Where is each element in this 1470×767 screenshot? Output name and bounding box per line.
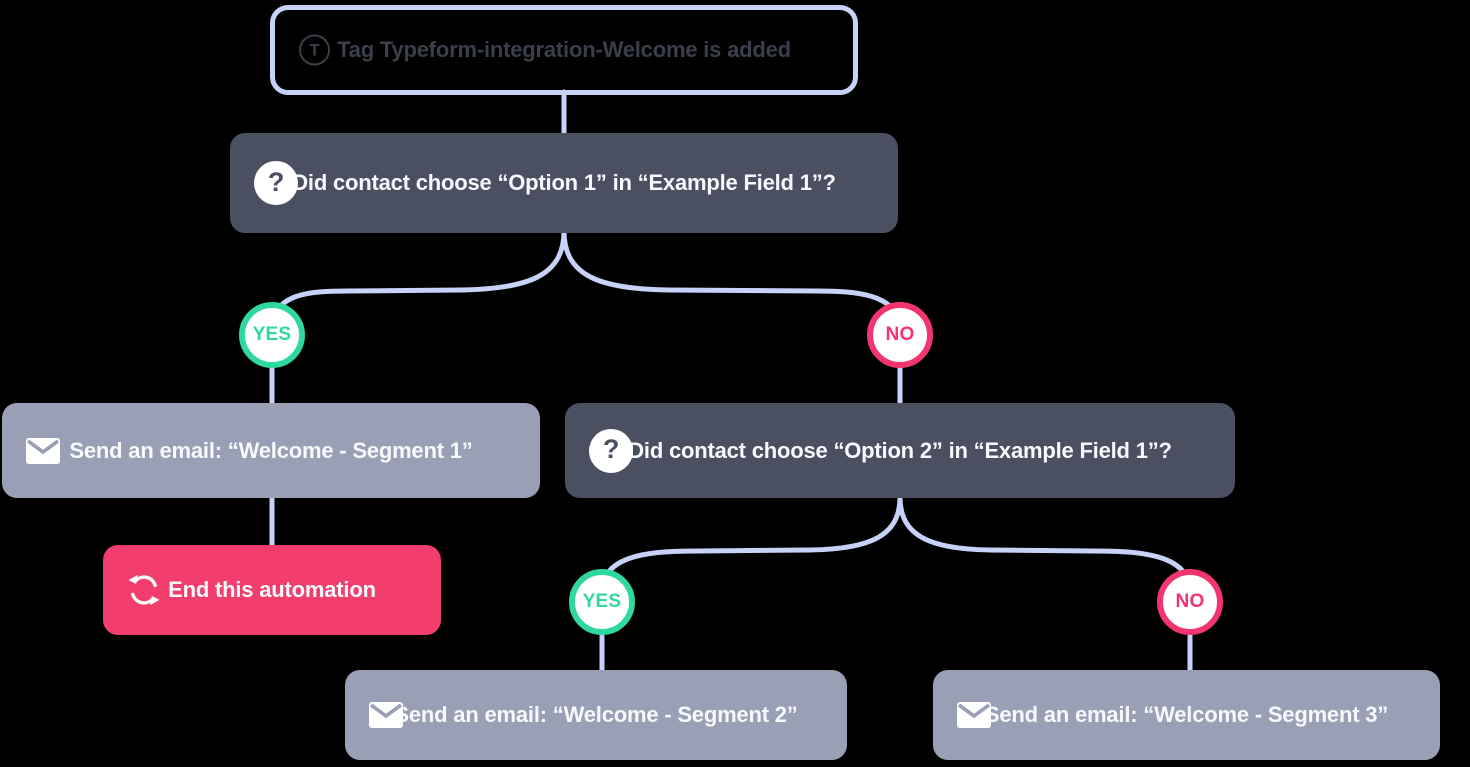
- email-2-label: Send an email: “Welcome - Segment 2”: [394, 702, 798, 727]
- email-node-2[interactable]: Send an email: “Welcome - Segment 2”: [345, 670, 847, 760]
- end-automation-node[interactable]: End this automation: [103, 545, 441, 635]
- question-icon: ?: [254, 161, 298, 205]
- email-node-1[interactable]: Send an email: “Welcome - Segment 1”: [2, 403, 540, 498]
- envelope-icon: [957, 702, 991, 728]
- no-badge-1: NO: [867, 302, 933, 368]
- no-badge-1-label: NO: [885, 324, 915, 345]
- trigger-label: Tag Typeform-integration-Welcome is adde…: [337, 37, 791, 62]
- question-node-1[interactable]: ? Did contact choose “Option 1” in “Exam…: [230, 133, 898, 233]
- trigger-node[interactable]: T Tag Typeform-integration-Welcome is ad…: [270, 5, 858, 95]
- envelope-icon: [26, 437, 60, 464]
- tag-icon: T: [299, 34, 330, 66]
- question-icon-glyph: ?: [589, 428, 633, 473]
- connector-question2-yes: [599, 494, 903, 595]
- email-1-label: Send an email: “Welcome - Segment 1”: [69, 437, 473, 463]
- question-2-label: Did contact choose “Option 2” in “Exampl…: [628, 437, 1172, 463]
- end-automation-label: End this automation: [168, 577, 376, 602]
- question-1-label: Did contact choose “Option 1” in “Exampl…: [292, 170, 836, 195]
- question-icon: ?: [589, 428, 633, 473]
- yes-badge-2-label: YES: [582, 591, 622, 612]
- yes-badge-1: YES: [239, 302, 305, 368]
- yes-badge-1-label: YES: [252, 324, 292, 345]
- connector-question1-no: [561, 228, 903, 333]
- envelope-icon: [369, 702, 403, 728]
- question-node-2[interactable]: ? Did contact choose “Option 2” in “Exam…: [565, 403, 1235, 498]
- no-badge-2-label: NO: [1175, 591, 1205, 612]
- connector-question1-yes: [269, 228, 567, 333]
- question-icon-glyph: ?: [254, 161, 298, 205]
- connector-question2-no: [897, 494, 1193, 595]
- email-node-3[interactable]: Send an email: “Welcome - Segment 3”: [933, 670, 1440, 760]
- tag-icon-letter: T: [299, 34, 330, 66]
- email-3-label: Send an email: “Welcome - Segment 3”: [984, 702, 1389, 727]
- yes-badge-2: YES: [569, 569, 635, 635]
- refresh-icon: [127, 573, 161, 607]
- no-badge-2: NO: [1157, 569, 1223, 635]
